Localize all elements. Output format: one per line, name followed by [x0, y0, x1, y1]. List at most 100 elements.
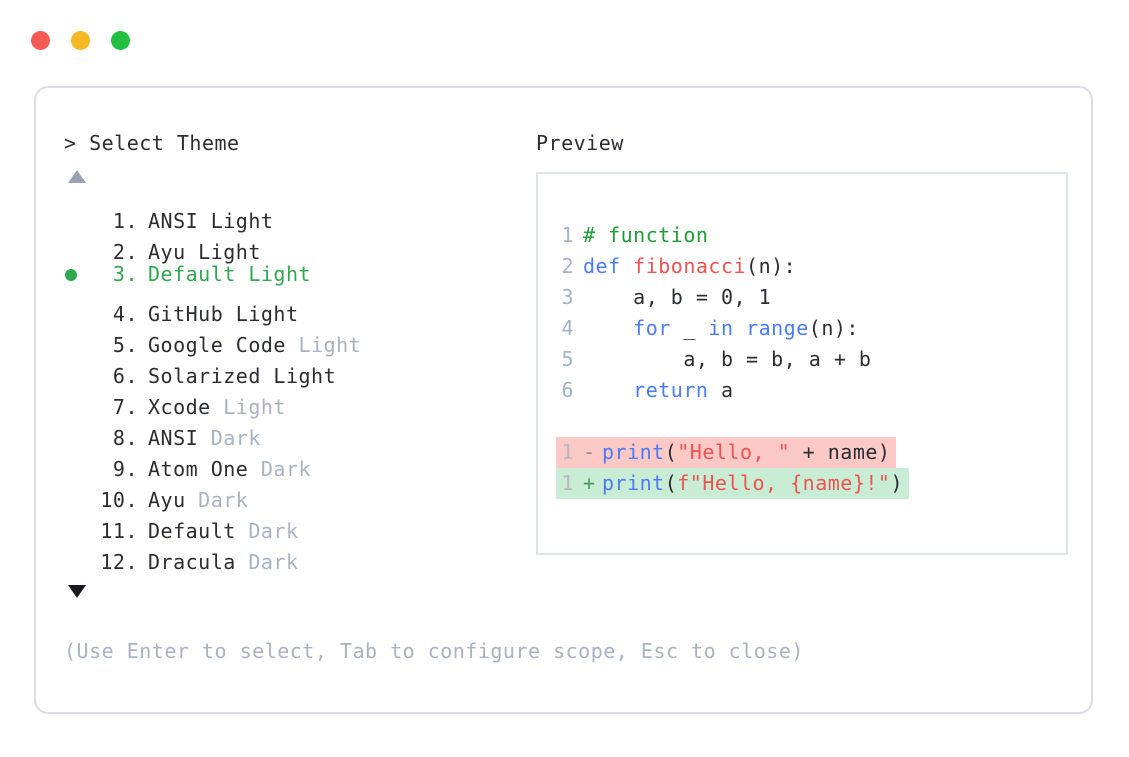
selection-bullet-cell	[64, 507, 90, 538]
theme-item-index: 10.	[100, 488, 138, 512]
keyboard-hint: (Use Enter to select, Tab to configure s…	[64, 639, 804, 663]
theme-item-name: Google Code	[148, 333, 286, 357]
theme-item-name: ANSI	[148, 209, 199, 233]
theme-item-name: Xcode	[148, 395, 211, 419]
selected-bullet-icon	[65, 269, 77, 281]
code-line-content: a, b = 0, 1	[583, 282, 771, 313]
theme-item-index: 5.	[112, 333, 138, 357]
selection-bullet-cell	[64, 290, 90, 321]
code-token-plain: a	[708, 378, 734, 402]
selection-bullet-cell	[64, 228, 90, 259]
selection-bullet-cell	[64, 352, 90, 383]
theme-item-variant: Dark	[248, 457, 312, 481]
code-token-plain	[583, 316, 633, 340]
theme-list-item[interactable]: 8.ANSI Dark	[64, 414, 524, 450]
diff-line-content: print("Hello, " + name)	[602, 437, 896, 468]
selection-bullet-cell	[64, 445, 90, 476]
theme-item-name: Dracula	[148, 550, 236, 574]
code-token-plain: + name)	[790, 440, 891, 464]
diff-sign: +	[583, 471, 596, 495]
theme-item-name: Default	[148, 262, 236, 286]
theme-item-variant: Light	[185, 240, 261, 264]
theme-item-name: Ayu	[148, 240, 186, 264]
close-window-button[interactable]	[31, 31, 50, 50]
theme-list-item[interactable]: 3.Default Light	[64, 259, 524, 290]
maximize-window-button[interactable]	[111, 31, 130, 50]
code-line-content: # function	[583, 220, 708, 251]
theme-list-item[interactable]: 6.Solarized Light	[64, 352, 524, 388]
code-token-plain: )	[890, 471, 904, 495]
code-token-plain	[734, 316, 747, 340]
theme-item-index: 1.	[112, 209, 138, 233]
code-token-str: "Hello, "	[677, 440, 791, 464]
theme-item-name: ANSI	[148, 426, 199, 450]
code-line-content: return a	[583, 375, 734, 406]
diff-sign: -	[583, 440, 596, 464]
code-line: 1# function	[556, 220, 1066, 251]
code-token-plain: _	[670, 316, 709, 340]
scroll-down-icon[interactable]	[68, 585, 86, 598]
theme-item-index: 9.	[112, 457, 138, 481]
code-token-plain: (	[664, 440, 678, 464]
theme-list-item[interactable]: 9. Atom One Dark	[64, 445, 524, 481]
theme-item-name: Default	[148, 519, 236, 543]
code-token-plain: a, b = 0, 1	[583, 285, 772, 309]
theme-item-name: Ayu	[148, 488, 186, 512]
diff-sample: 1-print("Hello, " + name) 1 +print(f"Hello…	[538, 437, 1066, 499]
theme-list-item[interactable]: 10.Ayu Dark	[64, 476, 524, 512]
selection-bullet-cell	[64, 383, 90, 414]
selection-bullet-cell	[64, 260, 90, 291]
theme-item-name: Atom One	[148, 457, 249, 481]
diff-line-content: print(f"Hello, {name}!")	[602, 468, 909, 499]
theme-item-variant: Light	[210, 395, 286, 419]
theme-item-index: 11.	[100, 519, 138, 543]
theme-list-item[interactable]: 4.GitHub Light	[64, 290, 524, 326]
theme-list-item[interactable]: 2. Ayu Light	[64, 228, 524, 264]
diff-line-number: 1	[561, 471, 574, 495]
theme-item-index: 6.	[112, 364, 138, 388]
code-line: 6 return a	[556, 375, 1066, 406]
line-number: 4	[561, 316, 574, 340]
theme-item-variant: Light	[260, 364, 337, 388]
code-line-content: for _ in range(n):	[583, 313, 859, 344]
theme-item-variant: Dark	[235, 550, 299, 574]
theme-item-index: 12.	[100, 550, 138, 574]
theme-list-item[interactable]: 5. Google Code Light	[64, 321, 524, 357]
code-token-kw: print	[602, 440, 665, 464]
selection-bullet-cell	[64, 414, 90, 445]
scroll-up-icon[interactable]	[68, 170, 86, 183]
line-number: 6	[561, 378, 574, 402]
theme-item-index: 2.	[112, 240, 138, 264]
theme-item-variant: Light	[198, 209, 274, 233]
diff-line-added: 1 +print(f"Hello, {name}!")	[556, 468, 910, 499]
selection-bullet-cell	[64, 476, 90, 507]
theme-item-index: 3.	[112, 262, 138, 286]
code-token-kw: print	[602, 471, 665, 495]
code-token-fn: fibonacci	[633, 254, 747, 278]
theme-list-item[interactable]: 11.Default Dark	[64, 507, 524, 543]
code-token-plain: (	[664, 471, 678, 495]
theme-list-item[interactable]: 12. Dracula Dark	[64, 538, 524, 574]
minimize-window-button[interactable]	[71, 31, 90, 50]
code-line: 3 a, b = 0, 1	[556, 282, 1066, 313]
line-number: 2	[561, 254, 574, 278]
code-line: 5 a, b = b, a + b	[556, 344, 1066, 375]
code-line-content: a, b = b, a + b	[583, 344, 871, 375]
code-token-kw: in	[708, 316, 734, 340]
line-number: 3	[561, 285, 574, 309]
code-line: 4 for _ in range(n):	[556, 313, 1066, 344]
code-token-kw: return	[633, 378, 709, 402]
line-number: 5	[561, 347, 574, 371]
selection-bullet-cell	[64, 321, 90, 352]
theme-item-variant: Light	[285, 333, 362, 357]
code-token-plain: (n):	[746, 254, 797, 278]
theme-list-item[interactable]: 1. ANSI Light	[64, 197, 524, 233]
selection-bullet-cell	[64, 197, 90, 228]
theme-list-item[interactable]: 7.Xcode Light	[64, 383, 524, 419]
diff-line-removed: 1-print("Hello, " + name)	[556, 437, 897, 468]
